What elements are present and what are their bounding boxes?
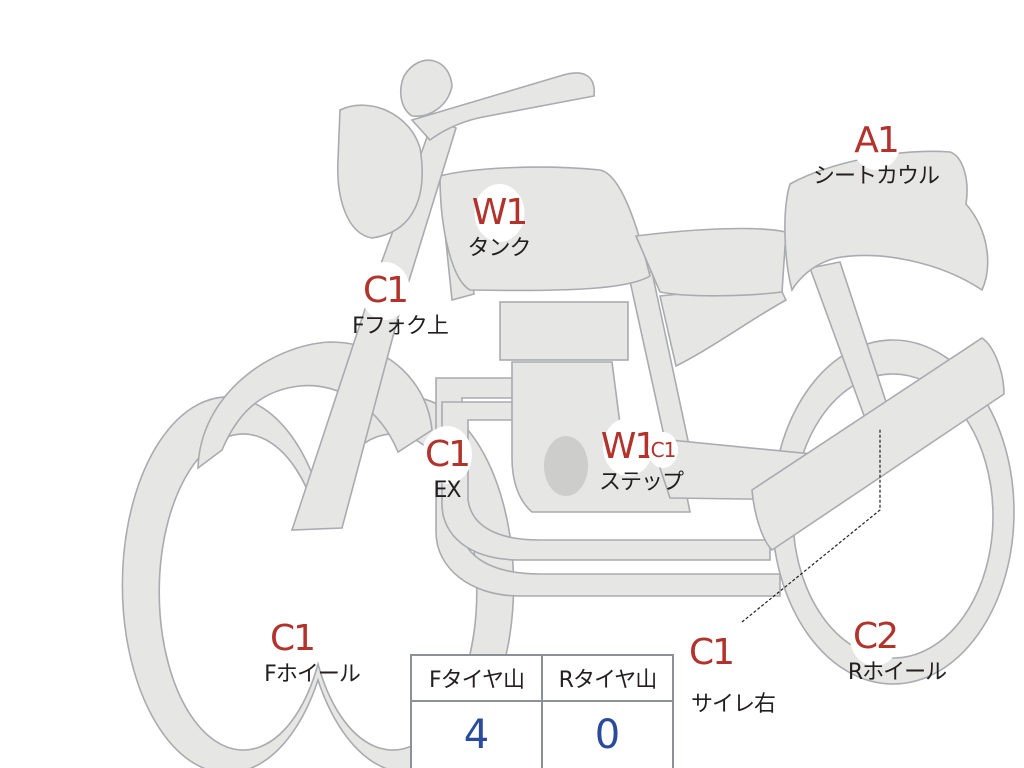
front-fender-shape: [197, 341, 433, 470]
handlebar-shape: [410, 72, 595, 142]
rear-tire-tread-header: Rタイヤ山: [541, 654, 674, 702]
marker-step-secondary: C1: [648, 432, 678, 468]
part-label: ステップ: [598, 470, 684, 495]
marker-muffler-right: C1 サイレ右: [647, 624, 776, 717]
damage-code-badge: W1: [601, 418, 657, 476]
marker-exhaust: C1 EX: [422, 426, 472, 502]
marker-seat-cowl: A1 シートカウル: [812, 112, 940, 189]
tire-tread-table: Fタイヤ山 Rタイヤ山 4 0: [410, 654, 674, 768]
part-label: Rホイール: [847, 660, 947, 685]
part-label: Fフォク上: [352, 314, 449, 339]
rear-wheel-shape: [771, 339, 1015, 685]
marker-rear-wheel: C2 Rホイール: [804, 608, 947, 685]
engine-cover-shape: [544, 436, 588, 496]
headlight-shape: [337, 104, 423, 239]
exhaust-pipe-upper-shape: [441, 401, 771, 561]
damage-code-badge: C1: [267, 610, 317, 668]
part-label: EX: [433, 478, 462, 503]
front-tire-tread-header: Fタイヤ山: [410, 654, 543, 702]
muffler-callout-line: [741, 428, 881, 623]
marker-front-fork-upper: C1 Fフォク上: [322, 262, 449, 339]
damage-code-badge: C1: [360, 262, 410, 320]
seat-cowl-shape: [784, 150, 989, 293]
mirror-shape: [399, 59, 453, 117]
cylinder-head-shape: [499, 301, 629, 361]
part-label: サイレ右: [690, 692, 776, 717]
rear-tire-tread-value: 0: [541, 700, 674, 768]
marker-step: W1 ステップ: [573, 418, 684, 495]
table-header-row: Fタイヤ山 Rタイヤ山: [410, 654, 674, 702]
side-cover-shape: [659, 283, 788, 368]
seat-shape: [634, 227, 787, 297]
damage-code-badge: C1: [685, 624, 736, 682]
damage-code-badge: C1: [648, 432, 678, 468]
part-label: シートカウル: [812, 164, 940, 189]
part-label: タンク: [467, 236, 531, 261]
damage-code-badge: W1: [472, 184, 528, 242]
part-label: Fホイール: [264, 662, 361, 687]
marker-front-wheel: C1 Fホイール: [224, 610, 361, 687]
damage-code-badge: C2: [849, 608, 900, 666]
table-value-row: 4 0: [410, 700, 674, 768]
marker-tank: W1 タンク: [467, 184, 532, 261]
damage-code-badge: A1: [850, 112, 901, 170]
damage-code-badge: C1: [422, 426, 472, 484]
muffler-shape: [751, 337, 1005, 552]
front-tire-tread-value: 4: [410, 700, 543, 768]
